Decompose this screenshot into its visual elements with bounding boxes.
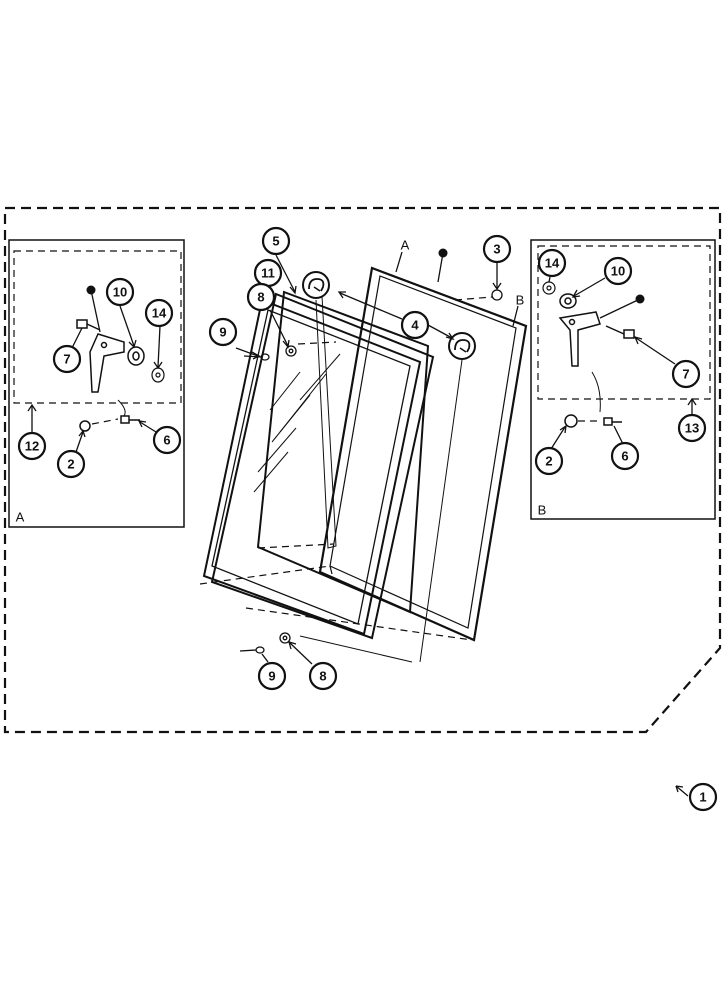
callout-9-upper: 9 <box>208 317 238 347</box>
callout-5: 5 <box>261 226 291 256</box>
detail-b-bushing <box>559 293 577 309</box>
svg-text:9: 9 <box>268 669 275 684</box>
detail-a-frame <box>8 239 185 528</box>
glass-nut-upper <box>285 345 297 357</box>
retaining-frame <box>202 298 422 636</box>
callout-10-detail-b: 10 <box>603 256 633 286</box>
detail-b-inner-dashed-box <box>537 245 711 400</box>
frame-top-nut <box>491 289 503 301</box>
detail-a-screw <box>120 415 140 424</box>
callout-8-upper: 8 <box>246 282 276 312</box>
detail-b-nut <box>564 414 578 428</box>
callout-8-lower: 8 <box>308 661 338 691</box>
door-seal <box>210 292 435 640</box>
detail-a-hinge-bracket <box>89 333 125 393</box>
svg-text:6: 6 <box>621 449 628 464</box>
svg-text:14: 14 <box>152 306 167 321</box>
door-frame <box>318 266 528 642</box>
callout-6-detail-b: 6 <box>610 441 640 471</box>
callout-10-detail-a: 10 <box>105 277 135 307</box>
callout-14-detail-a: 14 <box>144 298 174 328</box>
callout-2-detail-b: 2 <box>534 446 564 476</box>
callout-2-detail-a: 2 <box>56 449 86 479</box>
detail-a-bolt <box>76 319 101 331</box>
assembly-boundary <box>3 206 722 734</box>
svg-text:12: 12 <box>25 439 39 454</box>
svg-text:1: 1 <box>699 790 706 805</box>
callout-1: 1 <box>688 782 718 812</box>
svg-text:4: 4 <box>411 318 419 333</box>
svg-text:14: 14 <box>545 256 560 271</box>
glass-reflections <box>253 353 341 493</box>
svg-text:13: 13 <box>685 421 699 436</box>
hinge-edge-a-letter: A <box>401 238 410 253</box>
detail-a: A <box>8 239 185 528</box>
svg-text:7: 7 <box>63 352 70 367</box>
svg-text:5: 5 <box>272 234 279 249</box>
svg-text:7: 7 <box>682 367 689 382</box>
detail-a-bushing <box>127 346 145 366</box>
callout-6-detail-a: 6 <box>152 425 182 455</box>
callout-7-detail-b: 7 <box>671 359 701 389</box>
svg-text:2: 2 <box>545 454 552 469</box>
svg-text:8: 8 <box>257 290 264 305</box>
callout-11: 11 <box>253 258 283 288</box>
glass-pin-lower <box>239 646 265 654</box>
leader-arrows <box>27 254 697 797</box>
svg-text:6: 6 <box>163 433 170 448</box>
svg-text:8: 8 <box>319 669 326 684</box>
detail-b-hinge-bracket <box>558 311 601 367</box>
callout-3: 3 <box>482 234 512 264</box>
svg-text:3: 3 <box>493 242 500 257</box>
detail-b-washer <box>542 281 556 295</box>
seal-profile-icon-left <box>302 271 330 299</box>
callout-7-detail-a: 7 <box>52 344 82 374</box>
glass-nut-lower <box>279 632 291 644</box>
detail-b-frame <box>530 239 716 520</box>
seal-profile-icon-right <box>448 332 476 360</box>
detail-a-washer <box>151 367 165 383</box>
callout-9-lower: 9 <box>257 661 287 691</box>
callout-4: 4 <box>400 310 430 340</box>
svg-text:10: 10 <box>113 285 127 300</box>
callout-13: 13 <box>677 413 707 443</box>
detail-b-letter: B <box>538 503 547 518</box>
svg-text:11: 11 <box>261 266 275 281</box>
callout-14-detail-b: 14 <box>537 248 567 278</box>
detail-a-letter: A <box>16 510 25 525</box>
callout-12: 12 <box>17 431 47 461</box>
svg-text:10: 10 <box>611 264 625 279</box>
detail-b: B <box>530 239 716 520</box>
detail-a-nut <box>79 420 91 432</box>
detail-a-inner-dashed-box <box>13 250 182 404</box>
hinge-edge-b-letter: B <box>516 293 525 308</box>
detail-b-screw <box>603 417 622 426</box>
detail-b-bolt <box>605 325 635 339</box>
svg-text:2: 2 <box>67 457 74 472</box>
svg-text:9: 9 <box>219 325 226 340</box>
